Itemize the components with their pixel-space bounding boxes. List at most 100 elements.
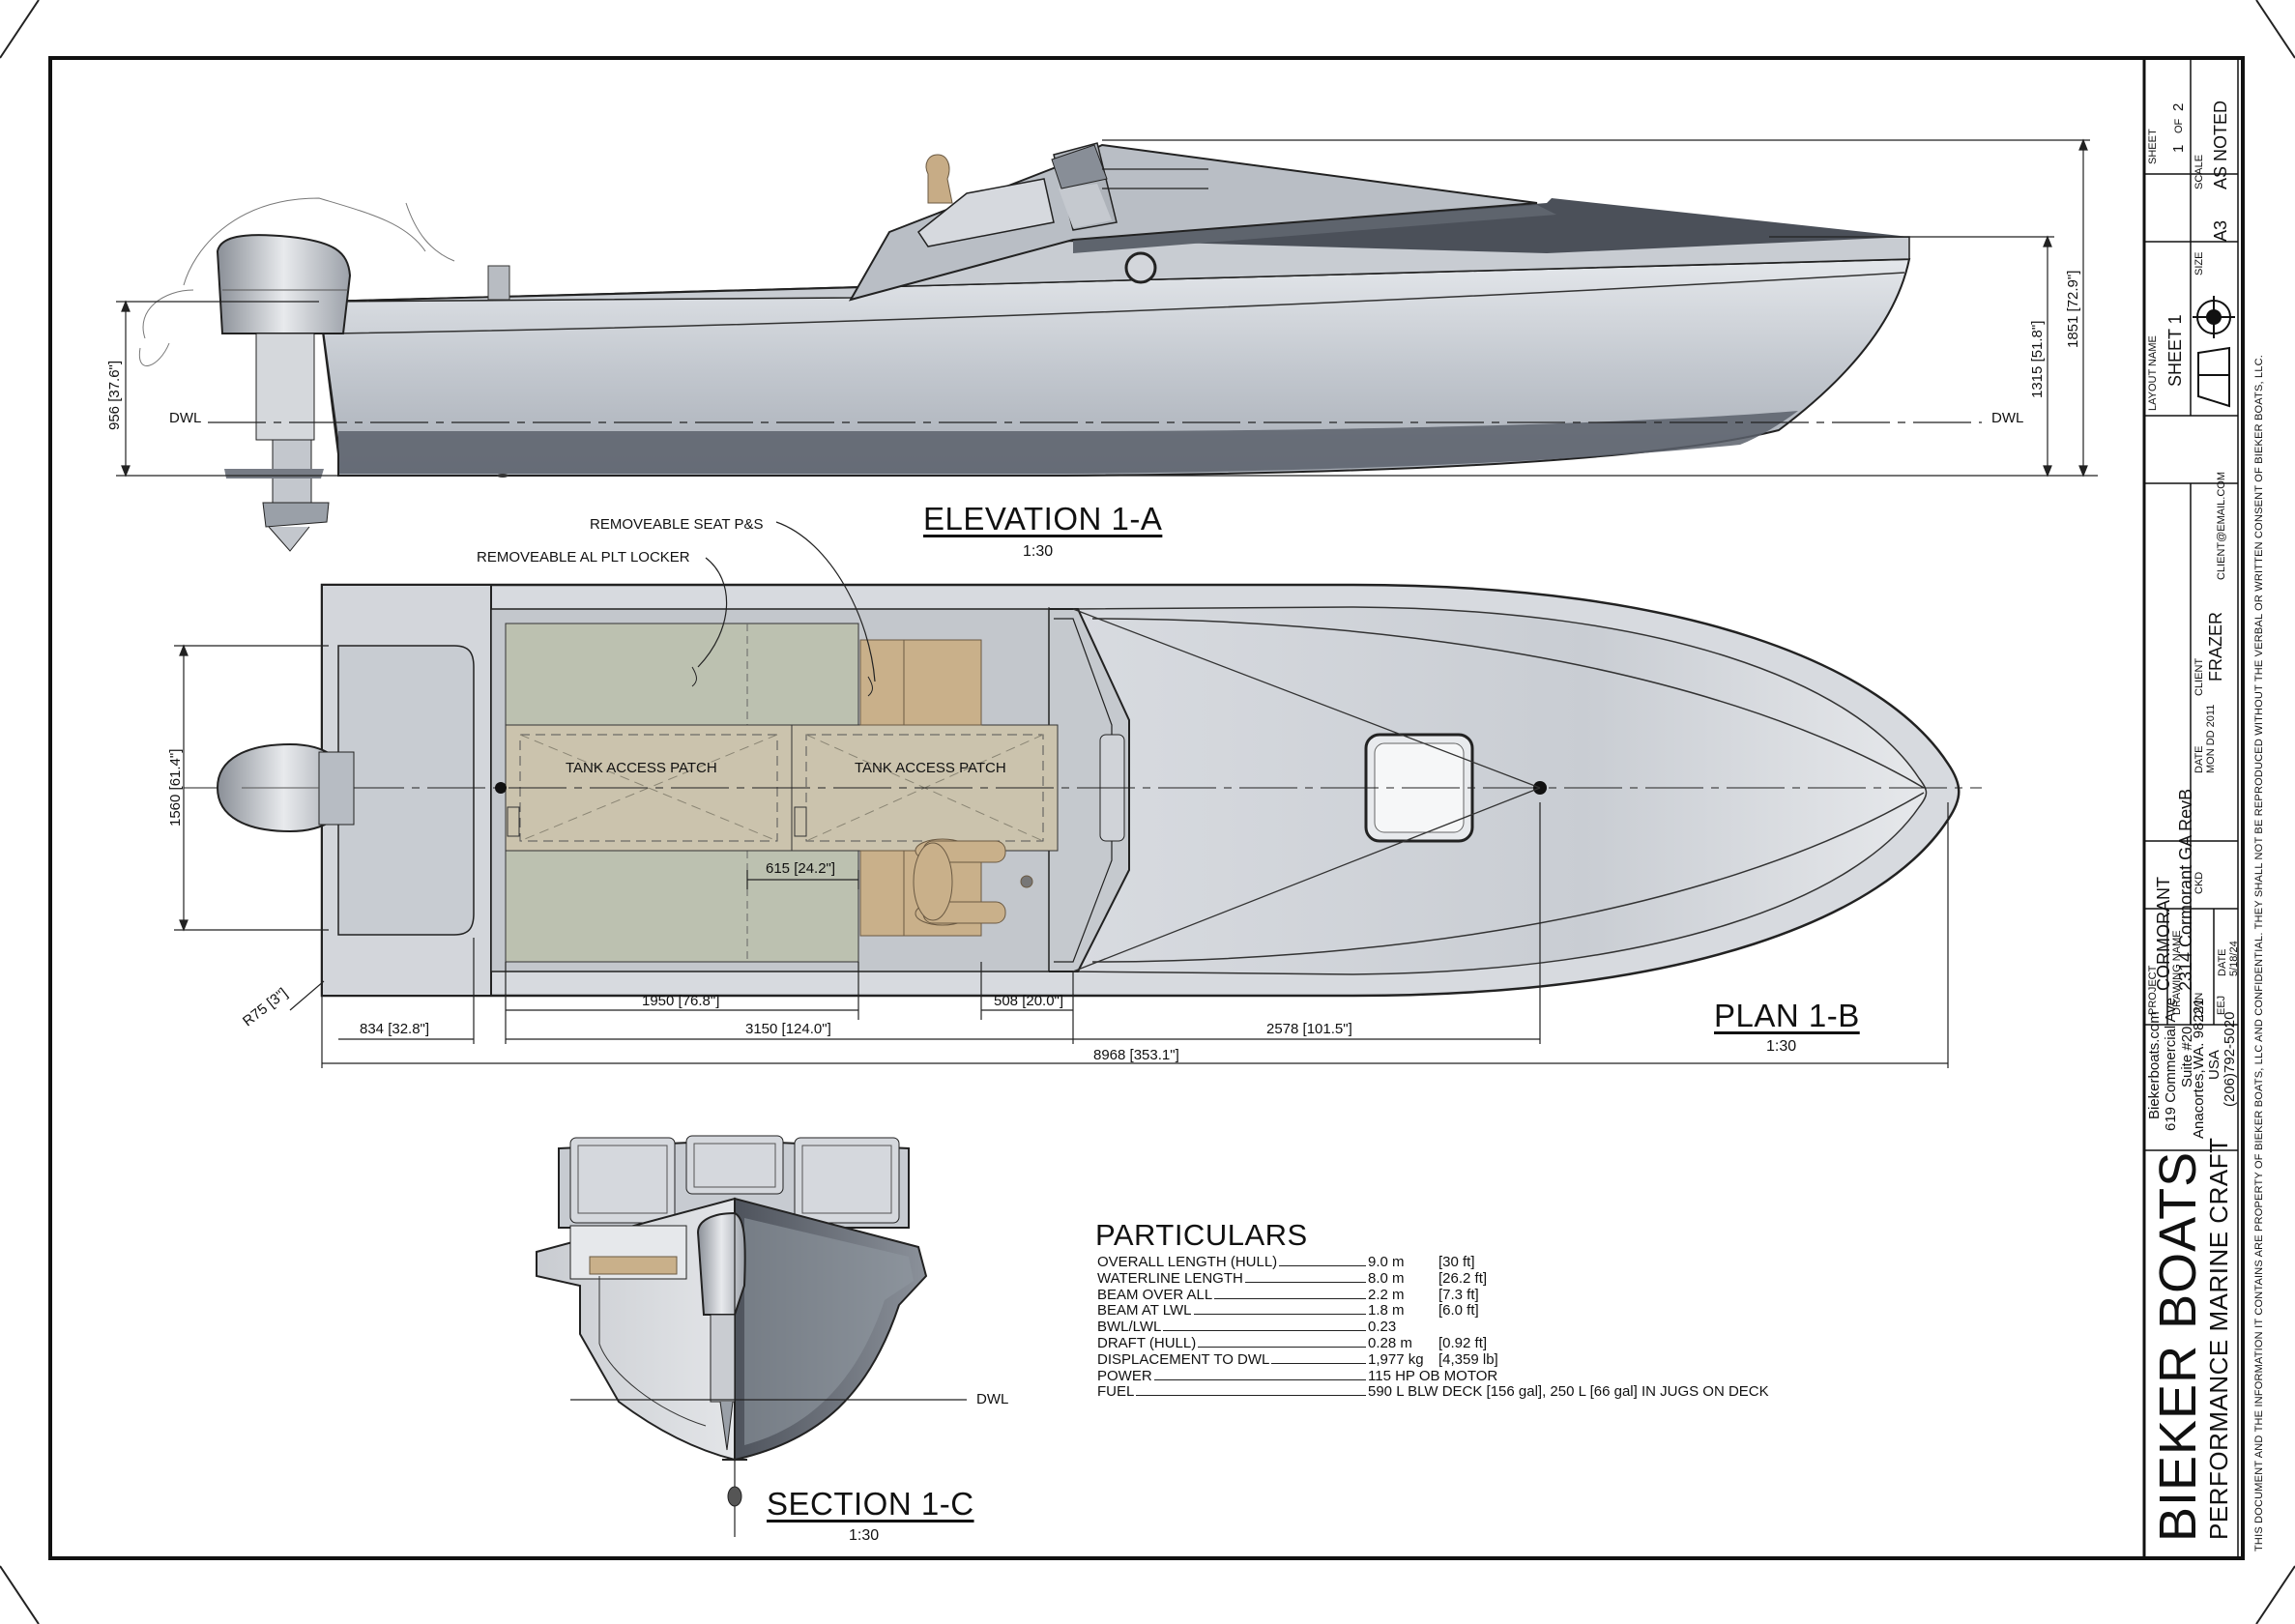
particulars-row: FUEL 590 L BLW DECK [156 gal], 250 L [66 … [1097, 1383, 1832, 1400]
brand-tagline: PERFORMANCE MARINE CRAFT [2204, 1137, 2233, 1540]
tb-address-4: Anacortes,WA. 98221 [2191, 998, 2207, 1139]
particulars-title: PARTICULARS [1095, 1218, 1308, 1252]
plan-title: PLAN 1-B [1714, 998, 1860, 1033]
callout-removeable-seat: REMOVEABLE SEAT P&S [590, 516, 764, 533]
plan-dim-615: 615 [24.2"] [766, 860, 836, 877]
particulars-leader [1153, 1378, 1366, 1380]
particulars-label: WATERLINE LENGTH [1097, 1269, 1243, 1287]
elevation-scale: 1:30 [1023, 543, 1054, 560]
section-dwl-label: DWL [976, 1391, 1009, 1407]
tb-address-5: USA [2206, 1050, 2222, 1080]
particulars-row: BEAM OVER ALL 2.2 m [7.3 ft] [1097, 1287, 1832, 1303]
plan-dim-2578: 2578 [101.5"] [1266, 1021, 1352, 1037]
particulars-leader [1198, 1347, 1366, 1348]
particulars-row: OVERALL LENGTH (HULL) 9.0 m [30 ft] [1097, 1254, 1832, 1270]
plan-view [184, 521, 1982, 998]
section-scale: 1:30 [849, 1527, 880, 1544]
brand-name: BIEKER BOATS [2149, 1150, 2207, 1542]
particulars-leader [1193, 1314, 1366, 1316]
porthole [1124, 251, 1157, 284]
tb-scale-label: SCALE [2193, 154, 2205, 189]
tb-scale-value: AS NOTED [2211, 100, 2230, 189]
plan-dim-834: 834 [32.8"] [360, 1021, 430, 1037]
tb-date2-value: 5/18/24 [2228, 941, 2240, 976]
crew-figure [925, 154, 953, 204]
section-view [536, 1135, 928, 1537]
elevation-view [138, 142, 1911, 552]
plan-dim-beam: 1560 [61.4"] [167, 748, 184, 826]
section-title: SECTION 1-C [767, 1486, 974, 1522]
tb-drawing-value: 2314 Cormorant GA RevB [2176, 788, 2195, 991]
particulars-leader [1163, 1330, 1366, 1332]
tb-date-value: MON DD 2011 [2205, 704, 2217, 773]
particulars-value: 590 L BLW DECK [156 gal], 250 L [66 gal]… [1368, 1383, 1769, 1401]
particulars-value-imperial: [4,359 lb] [1438, 1350, 1498, 1368]
title-block-grid [2144, 58, 2238, 1559]
particulars-value-imperial: [30 ft] [1438, 1254, 1475, 1270]
tb-address-2: 619 Commercial Ave [2163, 997, 2179, 1131]
plan-outboard-motor [216, 742, 355, 833]
particulars-value: 115 HP OB MOTOR [1368, 1367, 1498, 1384]
tb-sheet-total: 2 [2170, 102, 2187, 111]
plan-dim-1950: 1950 [76.8"] [642, 993, 720, 1009]
elevation-title: ELEVATION 1-A [923, 501, 1163, 536]
tb-client-value: FRAZER [2206, 612, 2225, 682]
drawing-border [48, 56, 2245, 1560]
projection-symbol [2193, 296, 2235, 408]
particulars-row: DRAFT (HULL) 0.28 m [0.92 ft] [1097, 1335, 1832, 1351]
particulars-leader [1214, 1297, 1366, 1299]
tb-sheet-of: OF [2173, 118, 2185, 133]
particulars-label: POWER [1097, 1367, 1152, 1384]
particulars-row: BWL/LWL 0.23 [1097, 1319, 1832, 1335]
elevation-dwl-label-left: DWL [169, 410, 202, 426]
particulars-value-imperial: [0.92 ft] [1438, 1335, 1488, 1351]
tank-access-patch-label-2: TANK ACCESS PATCH [855, 760, 1006, 776]
elevation-dim-freeboard: 1315 [51.8"] [2029, 320, 2046, 398]
particulars-leader [1136, 1395, 1366, 1397]
particulars-value: 0.28 m [1368, 1335, 1412, 1351]
particulars-value-imperial: [6.0 ft] [1438, 1302, 1479, 1320]
particulars-label: DISPLACEMENT TO DWL [1097, 1350, 1270, 1368]
tb-layout-value: SHEET 1 [2165, 314, 2185, 387]
tb-sheet-label: SHEET [2147, 129, 2159, 164]
particulars-label: DRAFT (HULL) [1097, 1335, 1197, 1351]
particulars-label: BEAM AT LWL [1097, 1302, 1192, 1320]
particulars-value: 1.8 m [1368, 1302, 1405, 1320]
particulars-label: FUEL [1097, 1383, 1135, 1401]
particulars-leader [1279, 1265, 1366, 1266]
tb-date2-label: DATE [2217, 948, 2228, 976]
particulars-row: BEAM AT LWL 1.8 m [6.0 ft] [1097, 1302, 1832, 1319]
elevation-dim-height: 1851 [72.9"] [2065, 270, 2081, 348]
particulars-label: BWL/LWL [1097, 1319, 1162, 1336]
elevation-dim-draft: 956 [37.6"] [106, 360, 123, 430]
tb-size-label: SIZE [2193, 251, 2205, 276]
particulars-label: BEAM OVER ALL [1097, 1286, 1213, 1303]
tb-address-1: Biekerboats.com [2146, 1011, 2163, 1119]
particulars-value: 2.2 m [1368, 1286, 1405, 1303]
particulars-value: 0.23 [1368, 1319, 1397, 1336]
tb-client-email: CLIENT@EMAIL.COM [2216, 471, 2227, 580]
particulars-value: 1,977 kg [1368, 1350, 1424, 1368]
tb-date-label: DATE [2193, 745, 2205, 773]
crew-figure-plan [913, 838, 1033, 926]
plan-dim-8968: 8968 [353.1"] [1093, 1047, 1179, 1063]
particulars-label: OVERALL LENGTH (HULL) [1097, 1254, 1278, 1270]
plan-scale: 1:30 [1766, 1038, 1797, 1055]
callout-removeable-locker: REMOVEABLE AL PLT LOCKER [477, 549, 690, 566]
plan-dim-3150: 3150 [124.0"] [745, 1021, 831, 1037]
plan-dimensions [174, 644, 1949, 1068]
tank-access-patch-label-1: TANK ACCESS PATCH [566, 760, 717, 776]
particulars-value: 9.0 m [1368, 1254, 1405, 1270]
particulars-value-imperial: [7.3 ft] [1438, 1286, 1479, 1303]
tb-size-value: A3 [2211, 219, 2230, 242]
aft-locker [505, 623, 859, 726]
legal-notice: THIS DOCUMENT AND THE INFORMATION IT CON… [2253, 354, 2265, 1552]
elevation-dimensions [116, 138, 2098, 478]
elevation-dwl-label-right: DWL [1991, 410, 2024, 426]
particulars-value-imperial: [26.2 ft] [1438, 1269, 1488, 1287]
seat-port [859, 639, 982, 726]
particulars-leader [1244, 1281, 1366, 1283]
